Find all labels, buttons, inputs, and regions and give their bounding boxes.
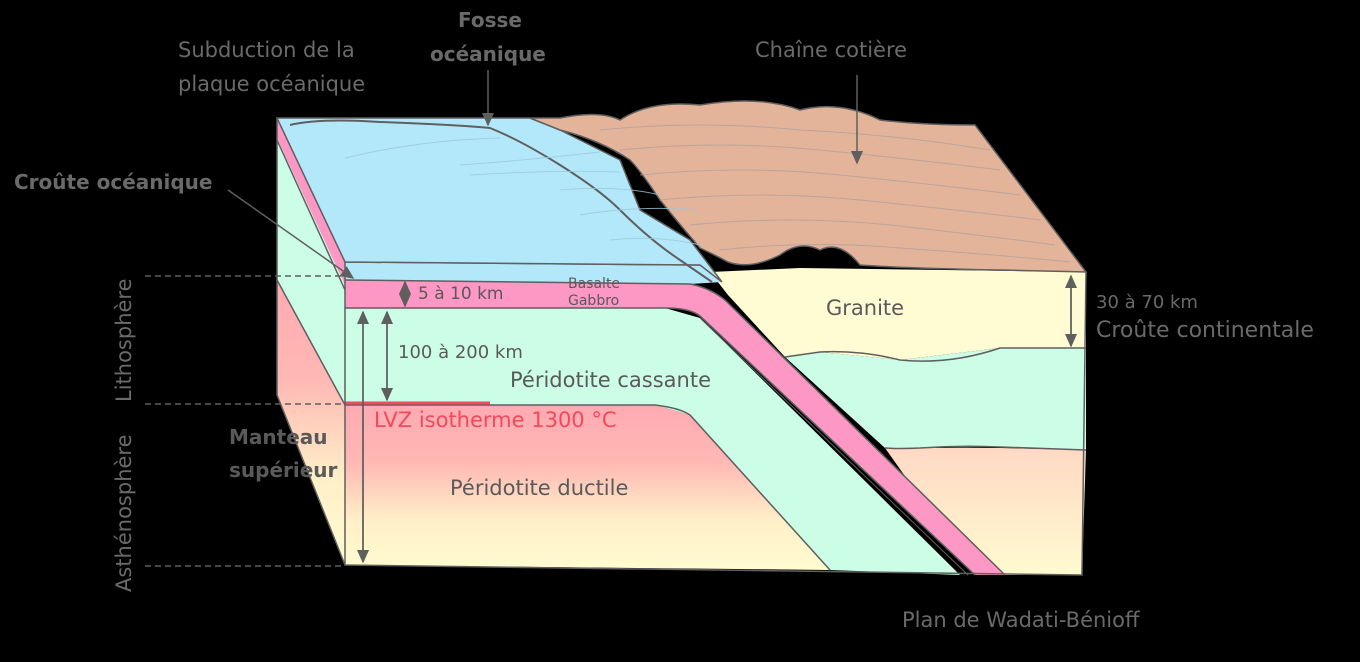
label-lithosphere: Lithosphère [112,278,136,402]
label-fosse-line2: océanique [430,42,546,66]
label-basalte: Basalte [568,276,621,292]
label-croute-continentale: Croûte continentale [1096,318,1314,343]
label-asthenosphere: Asthénosphère [112,434,136,592]
label-peridotite-ductile: Péridotite ductile [450,476,629,500]
left-side-face [276,118,350,566]
label-peridotite-cassante: Péridotite cassante [510,368,712,392]
label-croute-oceanique: Croûte océanique [14,170,213,194]
label-thickness-continental: 30 à 70 km [1096,292,1198,313]
label-thickness-oceanic: 5 à 10 km [418,284,504,304]
label-granite: Granite [826,296,905,320]
label-manteau-line1: Manteau [229,425,328,449]
top-surface [275,100,1088,283]
label-fosse-line1: Fosse [458,8,522,32]
label-manteau-line2: supérieur [229,458,338,482]
label-thickness-litho: 100 à 200 km [398,342,523,363]
label-wadati-benioff: Plan de Wadati-Bénioff [902,608,1140,632]
label-subduction-line2: plaque océanique [178,72,366,96]
front-face [344,261,1087,576]
label-lvz: LVZ isotherme 1300 °C [374,408,617,432]
label-gabbro: Gabbro [568,293,620,309]
label-chaine-cotiere: Chaîne cotière [755,38,908,62]
label-subduction-line1: Subduction de la [178,38,355,62]
annotations [145,70,1077,567]
